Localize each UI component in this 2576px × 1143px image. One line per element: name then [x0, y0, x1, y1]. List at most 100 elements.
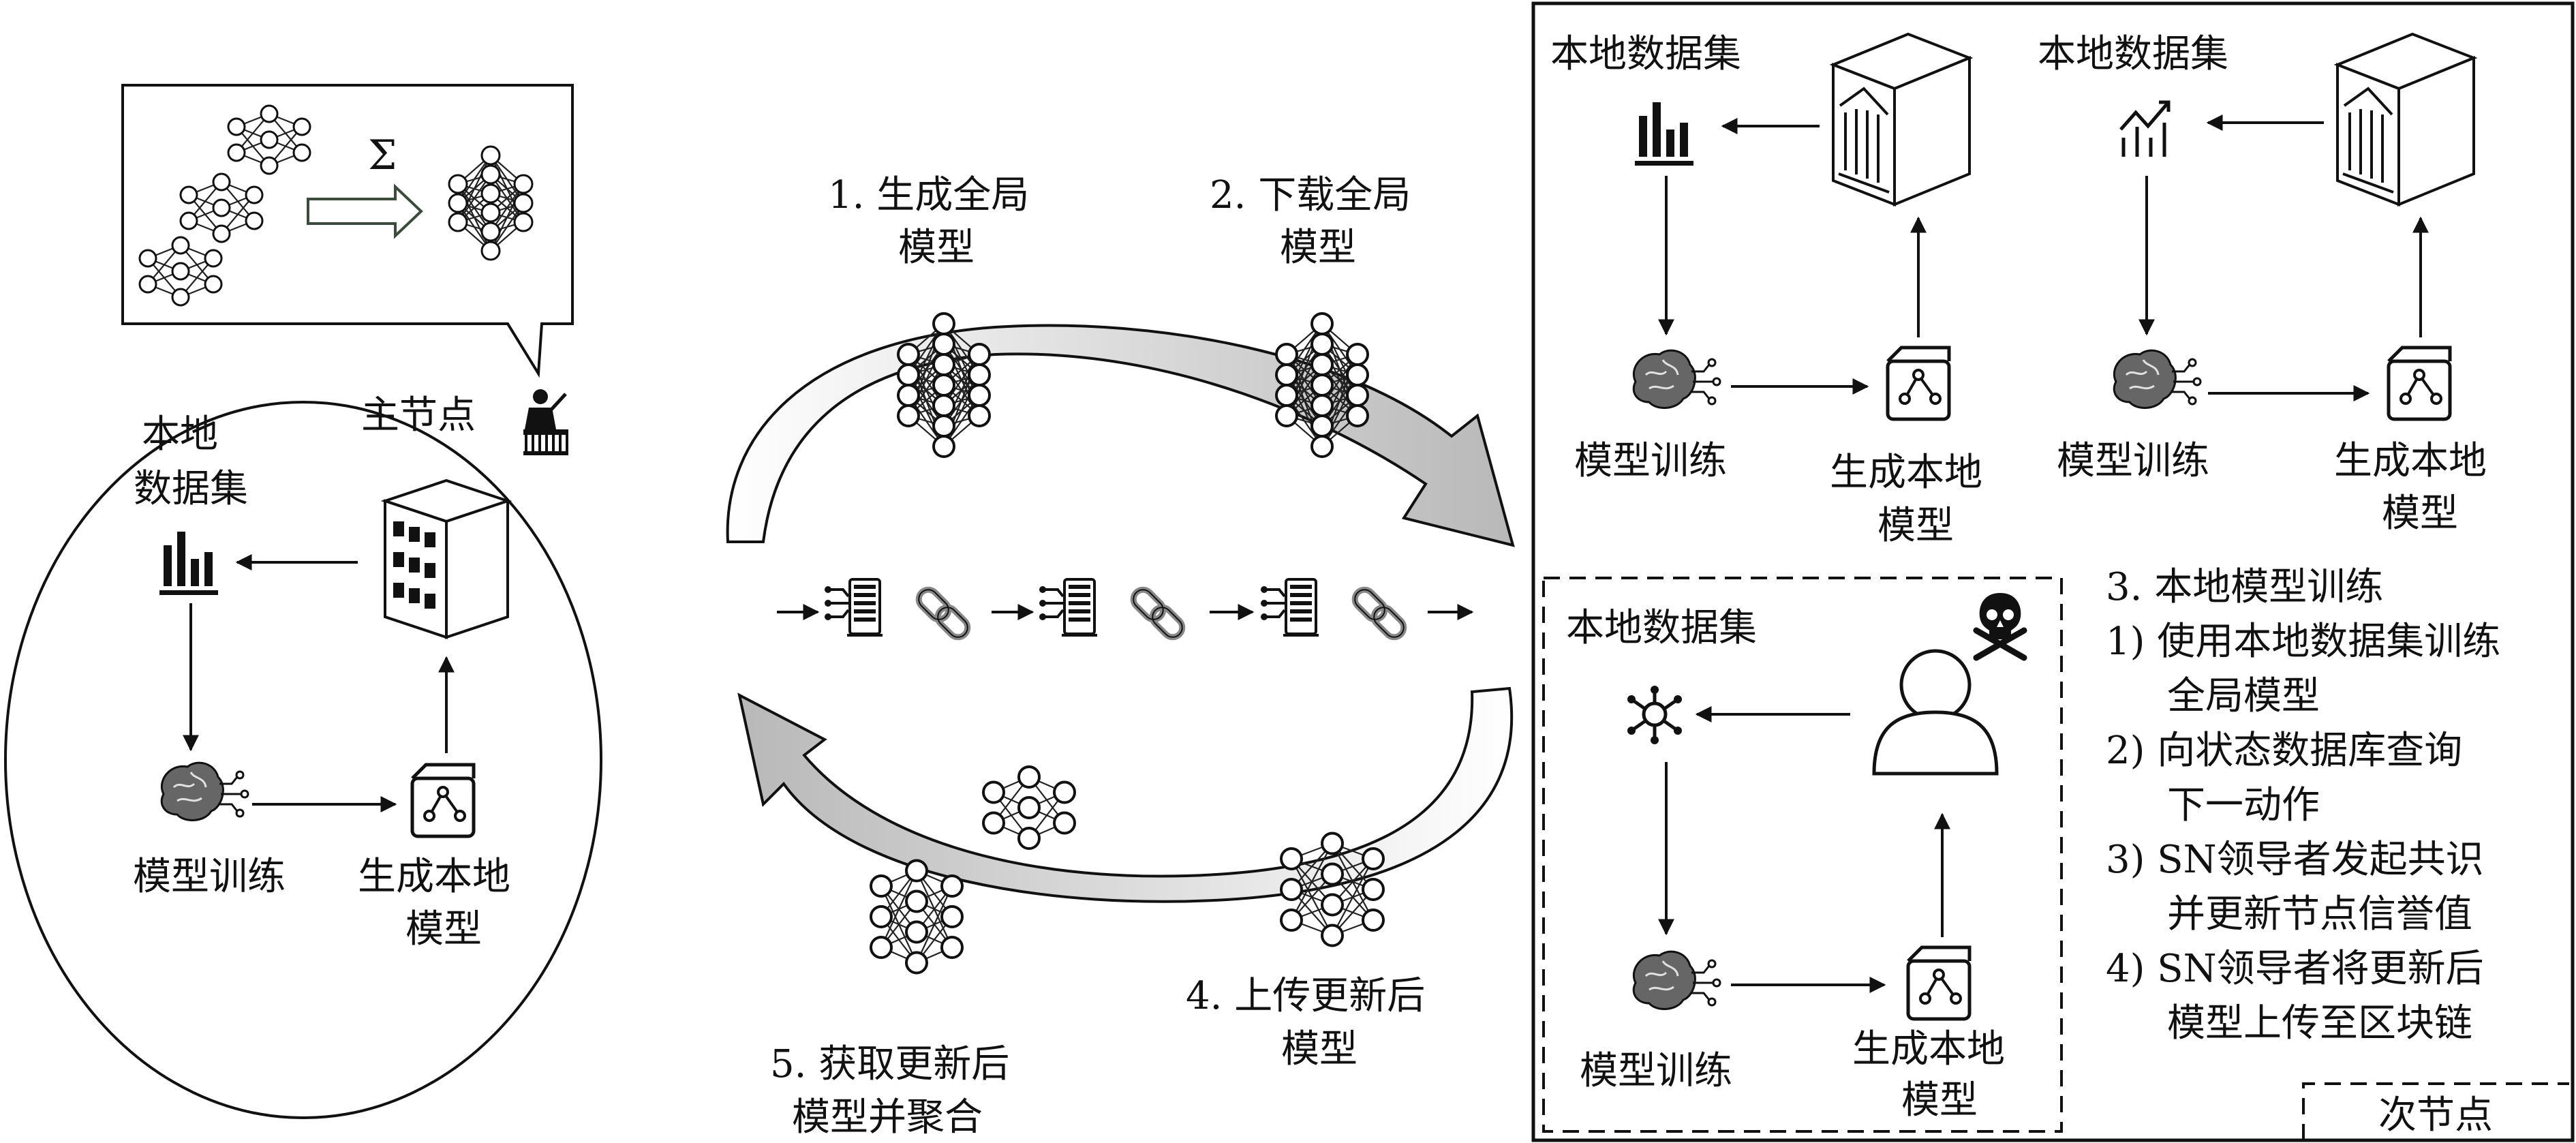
nn-node	[982, 811, 1005, 835]
nn-node	[1310, 414, 1334, 438]
bank-cube-icon	[1832, 33, 1971, 206]
nn-node	[1321, 924, 1344, 947]
server-icon	[1259, 578, 1320, 637]
nn-node	[982, 780, 1005, 804]
nn-node	[204, 249, 223, 268]
nn-node	[138, 249, 157, 268]
secA-dataset-label: 本地数据集	[1550, 32, 1741, 76]
nn-node	[1280, 909, 1303, 932]
nn-node	[1053, 780, 1076, 804]
nn-node	[870, 874, 893, 898]
nn-node	[1346, 363, 1369, 386]
nn-node	[1362, 909, 1385, 932]
blockchain-cycle: 1. 生成全局 模型 2. 下载全局 模型 4. 上传更新后 模型 5. 获取更…	[726, 173, 1515, 1140]
model-box-icon	[1908, 947, 1969, 1019]
nn-node	[1321, 893, 1344, 917]
nn-node	[932, 333, 955, 356]
brain-icon	[1632, 950, 1721, 1010]
step3-sub1-line1: 1) 使用本地数据集训练	[2106, 620, 2500, 664]
server-icon	[1038, 578, 1099, 637]
nn-node	[513, 174, 534, 194]
step3-sub2-line1: 2) 向状态数据库查询	[2106, 729, 2462, 773]
nn-node	[905, 889, 928, 913]
nn-node	[940, 936, 964, 959]
skull-icon	[1976, 593, 2024, 658]
building-icon	[384, 479, 509, 639]
nn-edge	[880, 870, 917, 948]
brain-icon	[1632, 349, 1721, 409]
nn-node	[932, 414, 955, 438]
nn-node	[480, 164, 501, 185]
step5-label-1: 5. 获取更新后	[770, 1042, 1009, 1086]
nn-node	[932, 312, 955, 335]
nn-node	[171, 288, 190, 307]
nn-node	[1346, 384, 1369, 407]
nn-node	[448, 193, 468, 213]
nn-node	[940, 905, 964, 928]
hub-icon	[1627, 686, 1682, 744]
nn-net	[897, 312, 991, 458]
main-gen-local-model-label-1: 生成本地	[358, 855, 510, 899]
nn-node	[204, 275, 223, 294]
user-icon	[1874, 651, 1997, 774]
nn-node	[212, 198, 231, 217]
nn-node	[968, 384, 991, 407]
nn-edge	[1291, 842, 1333, 921]
main-node-circle	[4, 401, 602, 1119]
nn-node	[932, 374, 955, 397]
nn-net	[179, 172, 264, 243]
nn-net	[982, 765, 1076, 850]
bubble-small-nets	[138, 104, 311, 307]
secB-training-label: 模型训练	[2057, 439, 2209, 483]
secC-dataset-label: 本地数据集	[1566, 606, 1757, 650]
lower-cycle-arrow-icon	[737, 686, 1514, 903]
bar-chart-icon	[1635, 102, 1693, 166]
nn-node	[448, 212, 468, 232]
nn-node	[1321, 862, 1344, 886]
person-at-desk-icon	[523, 389, 568, 455]
nn-node	[179, 185, 198, 204]
nn-node	[1017, 765, 1041, 789]
chain-link-icon	[915, 585, 971, 641]
nn-node	[480, 222, 501, 242]
nn-node	[212, 172, 231, 192]
nn-node	[1017, 796, 1041, 819]
step1-label-1: 1. 生成全局	[828, 173, 1029, 217]
nn-node	[179, 211, 198, 230]
nn-node	[1362, 847, 1385, 870]
nn-net	[1280, 832, 1385, 947]
nn-node	[245, 211, 264, 230]
step3-sub4-line1: 4) SN领导者将更新后	[2106, 947, 2484, 991]
nn-node	[870, 936, 893, 959]
nn-node	[171, 262, 190, 281]
step3-sub3-line1: 3) SN领导者发起共识	[2106, 838, 2484, 882]
nn-node	[1362, 878, 1385, 901]
nn-node	[932, 435, 955, 458]
secA-gen-label-1: 生成本地	[1830, 451, 1982, 495]
nn-node	[1275, 343, 1298, 366]
nn-node	[1310, 312, 1334, 335]
brain-icon	[2113, 349, 2202, 409]
malicious-node-box	[1542, 577, 2063, 1133]
nn-net	[448, 145, 534, 261]
secA-training-label: 模型训练	[1574, 439, 1727, 483]
secC-gen-label-1: 生成本地	[1852, 1027, 2005, 1071]
nn-node	[1310, 374, 1334, 397]
upper-cycle-arrow-icon	[726, 324, 1515, 547]
nn-node	[1321, 832, 1344, 855]
nn-node	[171, 236, 190, 255]
nn-node	[227, 117, 246, 136]
secondary-node-panel: 本地数据集 模型训练 生成本地 模型 本地数据集 模型训练 生成本地 模型 本地…	[1531, 1, 2575, 1142]
nn-node	[1280, 847, 1303, 870]
sum-arrow-icon	[307, 183, 423, 239]
sum-symbol: Σ	[368, 132, 397, 179]
model-box-icon	[2389, 348, 2450, 419]
nn-net	[870, 859, 964, 975]
step3-sub4-line2: 模型上传至区块链	[2167, 1001, 2472, 1046]
nn-node	[870, 905, 893, 928]
step3-sub2-line2: 下一动作	[2167, 783, 2320, 827]
trend-chart-icon	[2121, 102, 2168, 157]
nn-node	[513, 193, 534, 213]
step2-label-1: 2. 下载全局	[1210, 173, 1411, 217]
